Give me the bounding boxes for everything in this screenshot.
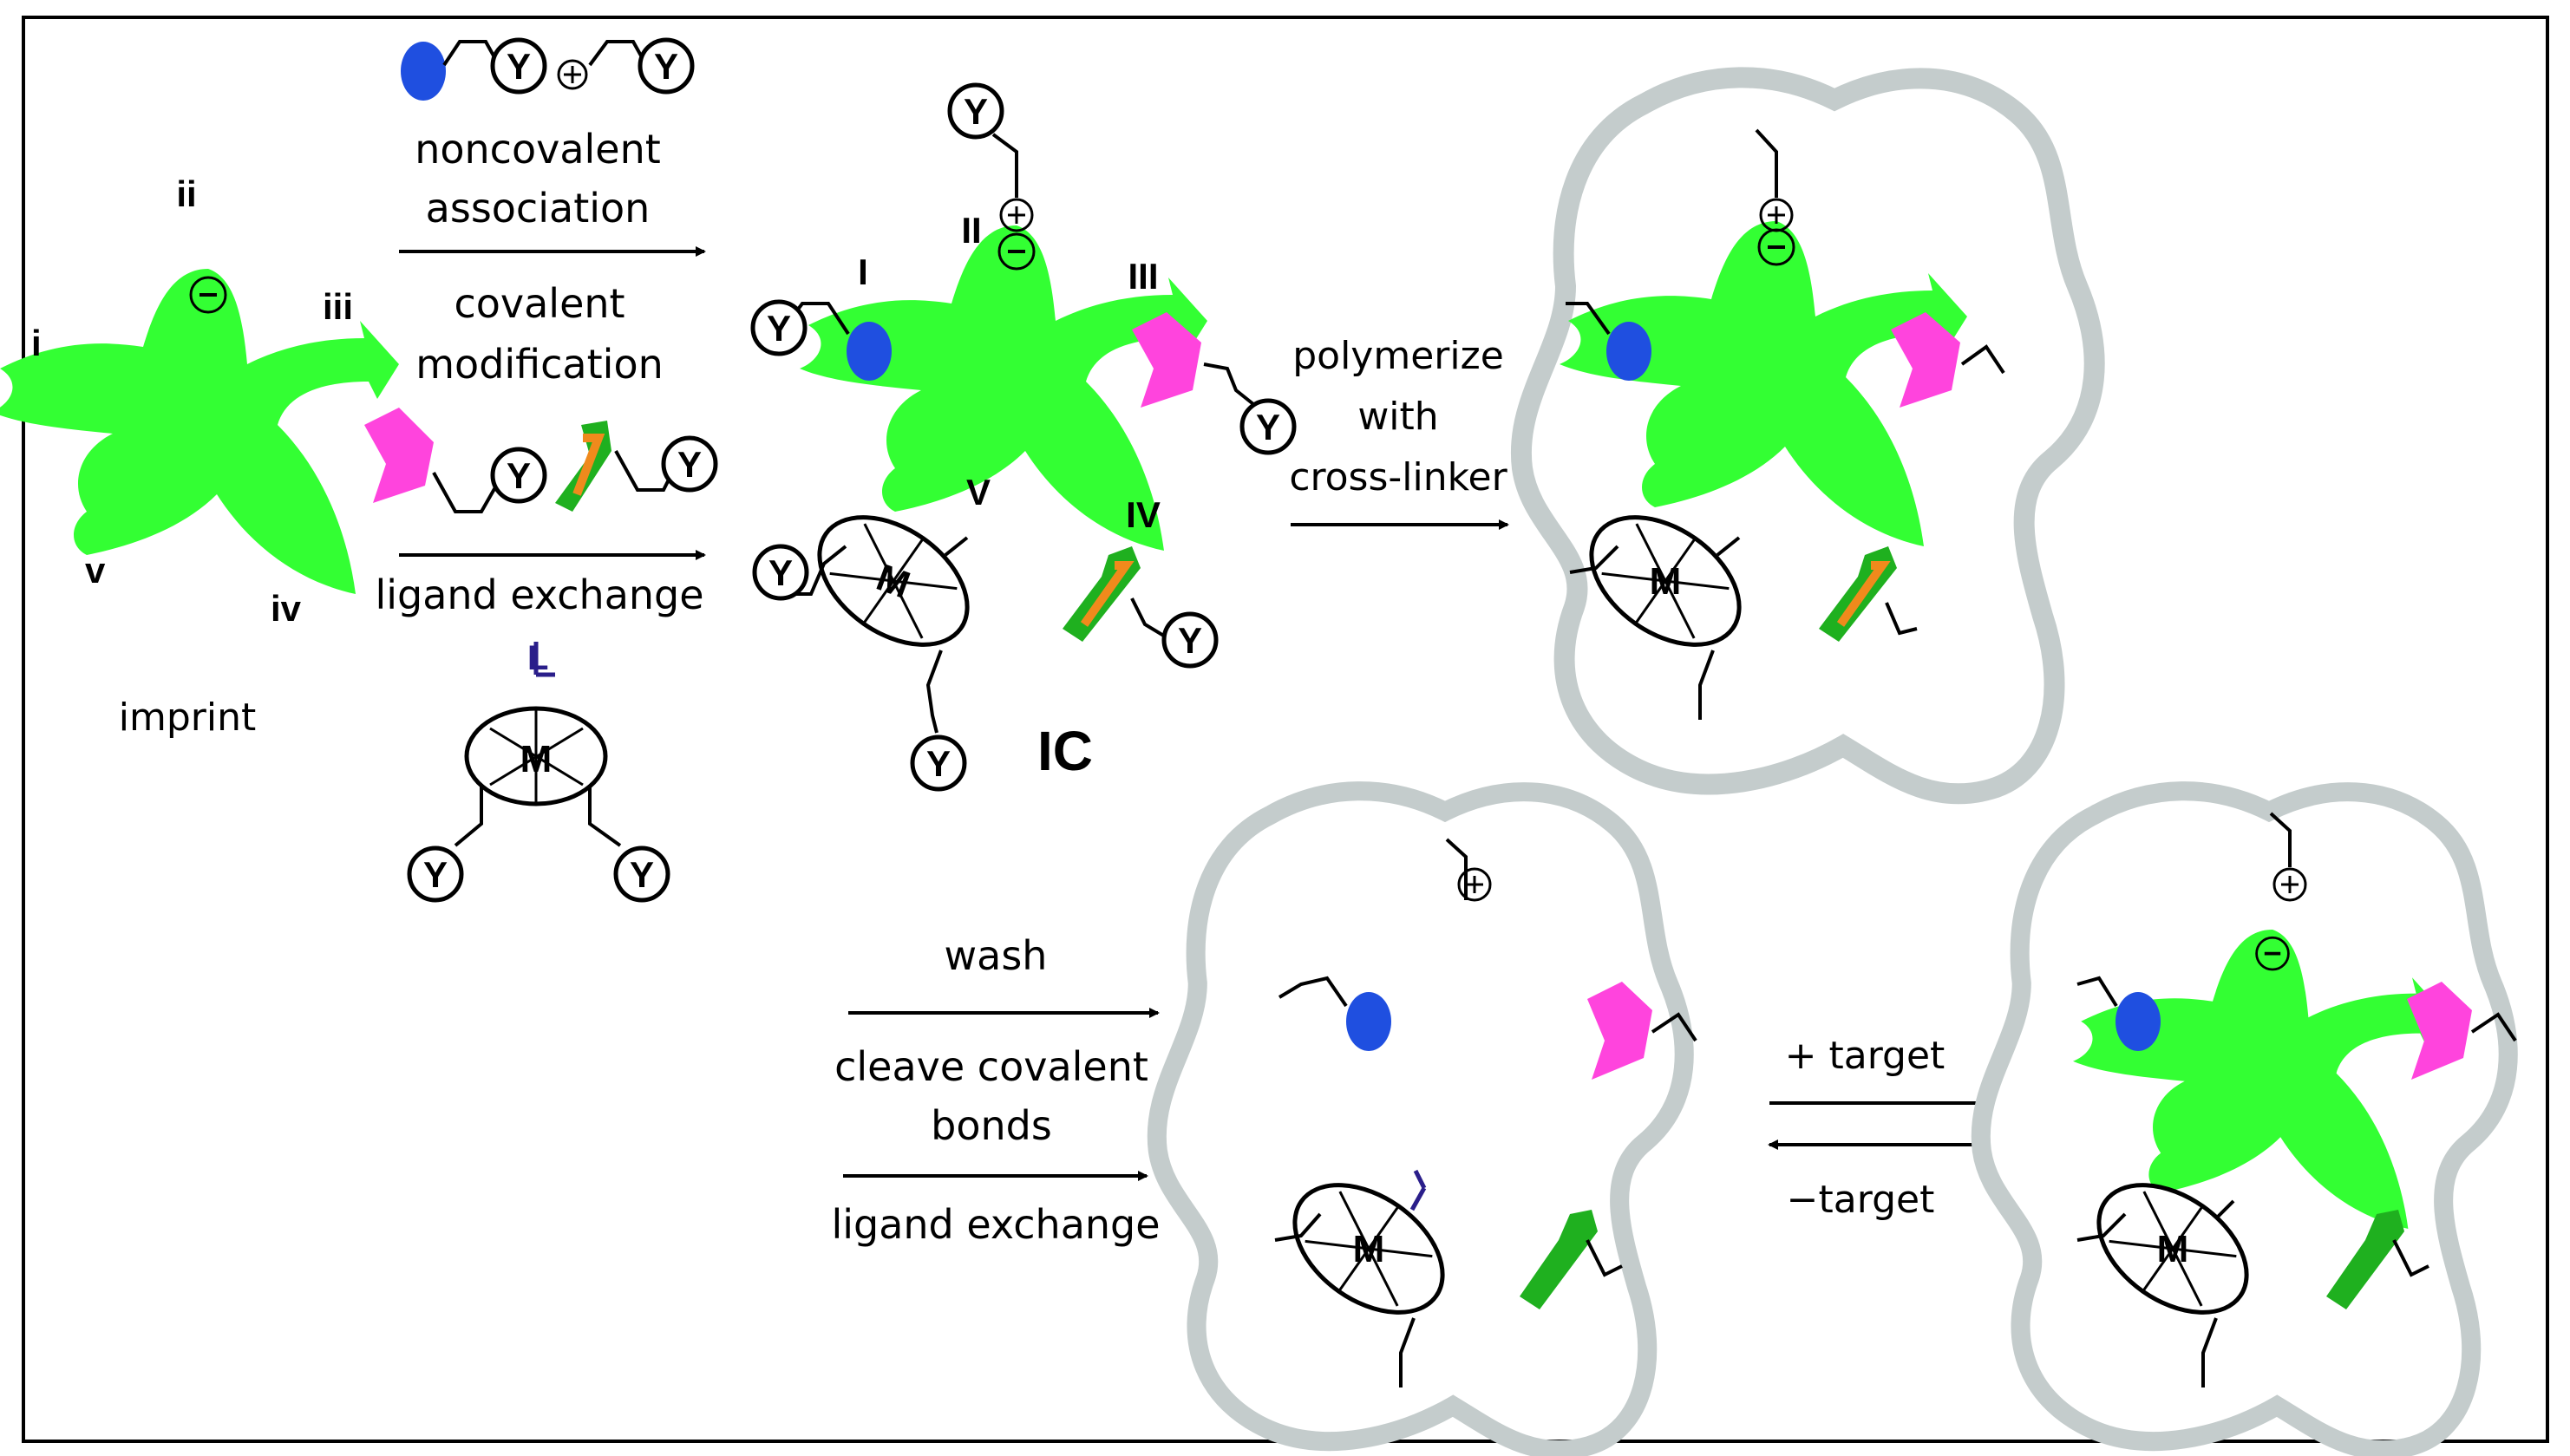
covalent-reagents [364, 408, 716, 513]
imprint-complex: M [753, 85, 1294, 789]
noncovalent-text-2: association [426, 185, 651, 232]
ligand-L-label: L [527, 639, 548, 677]
IC-label-I: I [858, 251, 868, 292]
noncovalent-reagents [401, 40, 692, 101]
plus-target-text: + target [1785, 1034, 1945, 1078]
covalent-text-2: modification [415, 341, 664, 388]
ligand-exchange-text: ligand exchange [375, 571, 703, 618]
IC-label-III: III [1128, 256, 1158, 297]
polymerize-text-2: with [1357, 395, 1438, 439]
polymerize-text-1: polymerize [1292, 334, 1504, 378]
svg-text:M: M [1353, 1228, 1385, 1270]
polymer-with-imprint: M [1521, 77, 2095, 793]
site-label-i: i [31, 323, 42, 363]
wash-text: wash [945, 932, 1048, 979]
IC-label-II: II [961, 210, 981, 251]
IC-label: IC [1037, 720, 1093, 782]
ligand-exchange-text-2: ligand exchange [831, 1201, 1160, 1248]
imprint-label: imprint [119, 695, 256, 740]
noncovalent-text-1: noncovalent [415, 126, 661, 173]
empty-cavity: M [1157, 791, 1697, 1450]
IC-label-IV: IV [1126, 494, 1161, 535]
covalent-text-1: covalent [454, 280, 625, 327]
site-label-iii: iii [323, 286, 353, 327]
site-label-iv: iv [271, 588, 302, 629]
metal-complex-reagent: M [409, 642, 668, 900]
svg-text:M: M [1650, 560, 1682, 603]
svg-text:M: M [520, 738, 553, 780]
polymerize-text-3: cross-linker [1289, 455, 1507, 499]
imprint-molecule [0, 269, 399, 594]
IC-label-V: V [966, 472, 991, 513]
site-label-v: v [85, 550, 106, 591]
site-label-ii: ii [176, 173, 196, 214]
cleave-text-1: cleave covalent [834, 1043, 1148, 1090]
svg-text:M: M [2157, 1228, 2189, 1270]
rebound-cavity: M [1981, 791, 2515, 1450]
minus-target-text: −target [1787, 1178, 1935, 1222]
cleave-text-2: bonds [931, 1102, 1052, 1149]
